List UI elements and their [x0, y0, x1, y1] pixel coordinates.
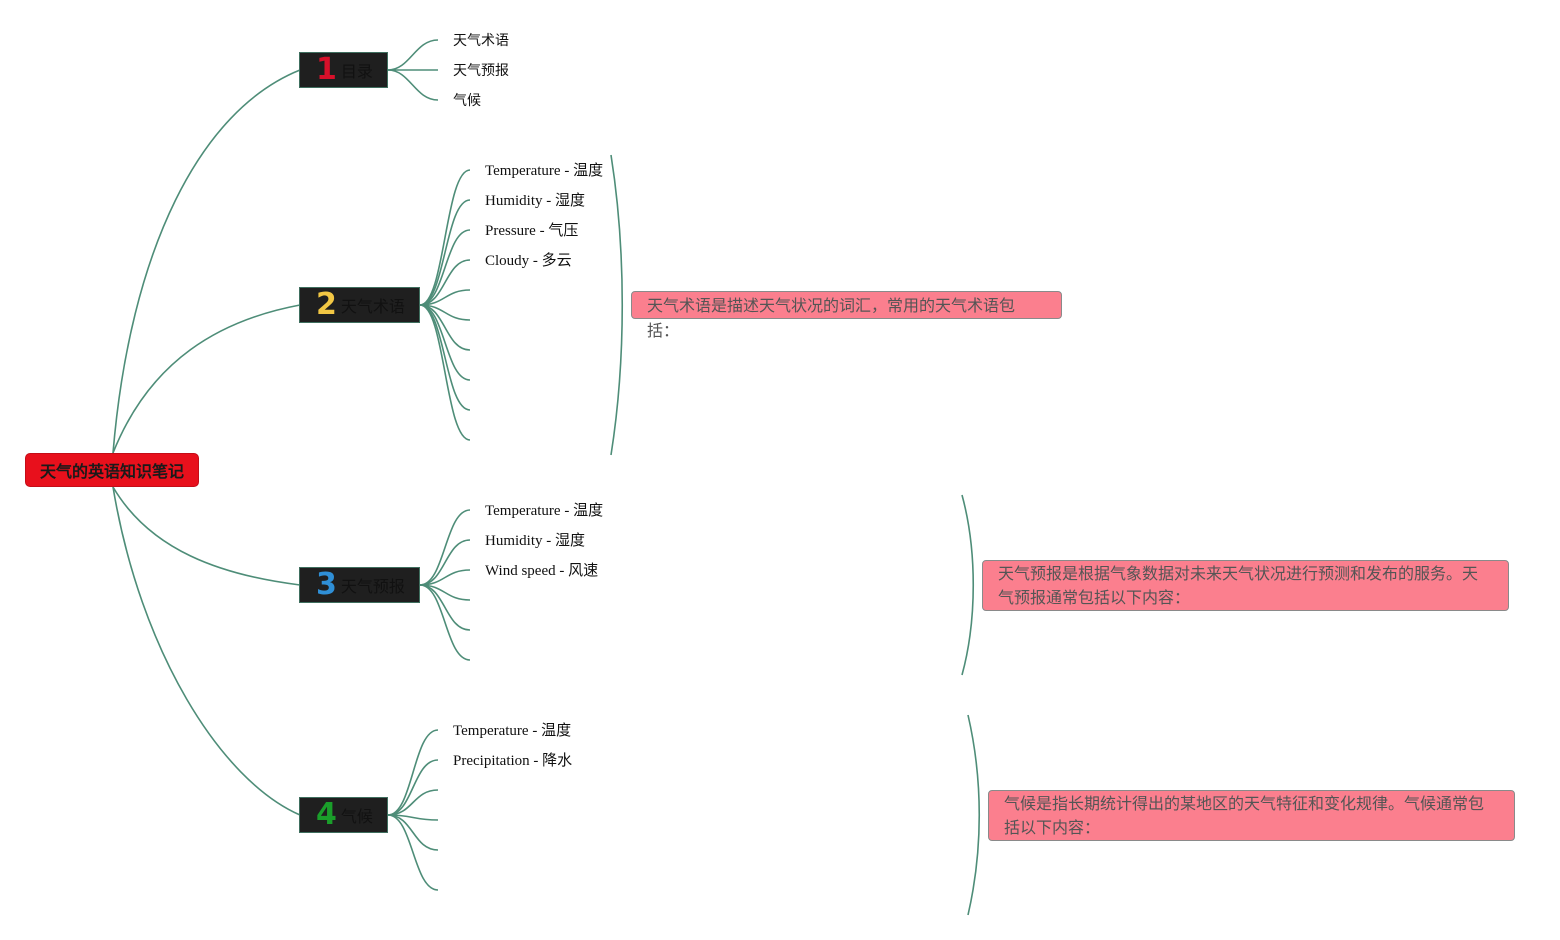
topic-2-leaf-1[interactable]: Temperature - 温度 [485, 163, 604, 179]
number-1-icon: 1 [316, 52, 337, 87]
topic-1-leaf-1[interactable]: 天气术语 [453, 33, 509, 49]
topic-3-leaf-1[interactable]: Temperature - 温度 [485, 503, 604, 519]
connector-topic-1-leaf-3 [387, 69, 439, 101]
number-3-icon: 3 [316, 567, 337, 602]
connector-root-topic-2 [112, 304, 301, 454]
topic-2-leaf-2[interactable]: Humidity - 湿度 [485, 193, 585, 209]
connector-topic-4-branch-6 [387, 814, 439, 891]
topic-1-label: 目录 [340, 62, 373, 81]
topic-4-leaf-2[interactable]: Precipitation - 降水 [453, 753, 573, 769]
connector-topic-2-branch-10 [419, 304, 471, 441]
connector-topic-4-branch-5 [387, 814, 439, 851]
topic-3-note[interactable]: 天气预报是根据气象数据对未来天气状况进行预测和发布的服务。天气预报通常包括以下内… [982, 560, 1509, 611]
topic-2-leaf-3[interactable]: Pressure - 气压 [485, 223, 579, 239]
topic-2-leaf-4[interactable]: Cloudy - 多云 [485, 253, 572, 269]
connector-topic-3-branch-2 [419, 539, 471, 586]
topic-1-node[interactable]: 1 目录 [299, 52, 388, 88]
connector-topic-2-branch-1 [419, 169, 471, 306]
topic-3-label: 天气预报 [340, 577, 405, 596]
number-4-icon: 4 [316, 797, 337, 832]
connector-root-topic-3 [112, 486, 301, 586]
connector-topic-2-branch-4 [419, 259, 471, 306]
topic-4-note[interactable]: 气候是指长期统计得出的某地区的天气特征和变化规律。气候通常包括以下内容： [988, 790, 1515, 841]
connector-topic-3-branch-6 [419, 584, 471, 661]
topic-3-leaf-3[interactable]: Wind speed - 风速 [485, 563, 599, 579]
root-node[interactable]: 天气的英语知识笔记 [25, 453, 199, 487]
connector-topic-3-branch-1 [419, 509, 471, 586]
connector-topic-2-branch-3 [419, 229, 471, 306]
topic-4-node[interactable]: 4 气候 [299, 797, 388, 833]
root-label: 天气的英语知识笔记 [39, 462, 184, 481]
topic-2-note[interactable]: 天气术语是描述天气状况的词汇，常用的天气术语包括： [631, 291, 1062, 340]
bracket-topic-2 [610, 154, 624, 456]
topic-2-note-text: 天气术语是描述天气状况的词汇，常用的天气术语包括： [647, 296, 1016, 340]
topic-1-leaf-3[interactable]: 气候 [453, 93, 481, 109]
topic-2-node[interactable]: 2 天气术语 [299, 287, 420, 323]
connector-topic-4-branch-3 [387, 789, 439, 816]
bracket-topic-4 [967, 714, 980, 916]
topic-3-node[interactable]: 3 天气预报 [299, 567, 420, 603]
bracket-topic-3 [961, 494, 975, 676]
topic-2-label: 天气术语 [340, 297, 405, 316]
connector-topic-1-leaf-1 [387, 39, 439, 71]
topic-4-leaf-1[interactable]: Temperature - 温度 [453, 723, 572, 739]
topic-4-note-text: 气候是指长期统计得出的某地区的天气特征和变化规律。气候通常包括以下内容： [1004, 794, 1485, 837]
topic-3-note-text: 天气预报是根据气象数据对未来天气状况进行预测和发布的服务。天气预报通常包括以下内… [998, 564, 1479, 607]
topic-3-leaf-2[interactable]: Humidity - 湿度 [485, 533, 585, 549]
connector-topic-2-branch-9 [419, 304, 471, 411]
topic-1-leaf-2[interactable]: 天气预报 [453, 63, 509, 79]
connector-root-topic-4 [112, 486, 301, 816]
connector-topic-2-branch-2 [419, 199, 471, 306]
connector-root-topic-1 [112, 69, 301, 454]
number-2-icon: 2 [316, 287, 337, 322]
connector-topic-4-branch-2 [387, 759, 439, 816]
topic-4-label: 气候 [340, 807, 373, 826]
connector-topic-4-branch-1 [387, 729, 439, 816]
